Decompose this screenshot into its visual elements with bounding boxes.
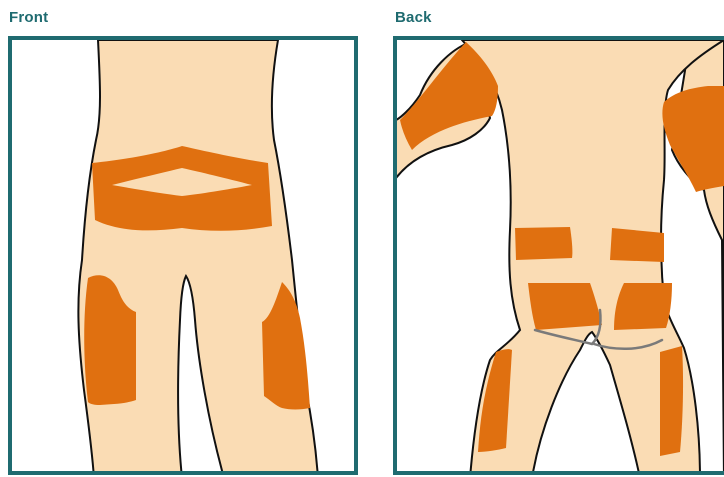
left-lower-buttock-injection-site	[528, 283, 602, 330]
right-upper-arm-injection-site	[662, 86, 724, 192]
left-upper-buttock-injection-site	[515, 227, 572, 260]
back-body-diagram	[393, 36, 724, 475]
back-view-panel	[393, 36, 724, 475]
front-body-silhouette	[78, 40, 318, 475]
right-back-thigh-injection-site	[660, 346, 683, 456]
front-view-title: Front	[9, 9, 48, 26]
right-upper-buttock-injection-site	[610, 228, 664, 262]
front-body-diagram	[8, 36, 358, 475]
front-view-panel	[8, 36, 358, 475]
right-lower-buttock-injection-site	[614, 283, 672, 330]
back-view-title: Back	[395, 9, 432, 26]
